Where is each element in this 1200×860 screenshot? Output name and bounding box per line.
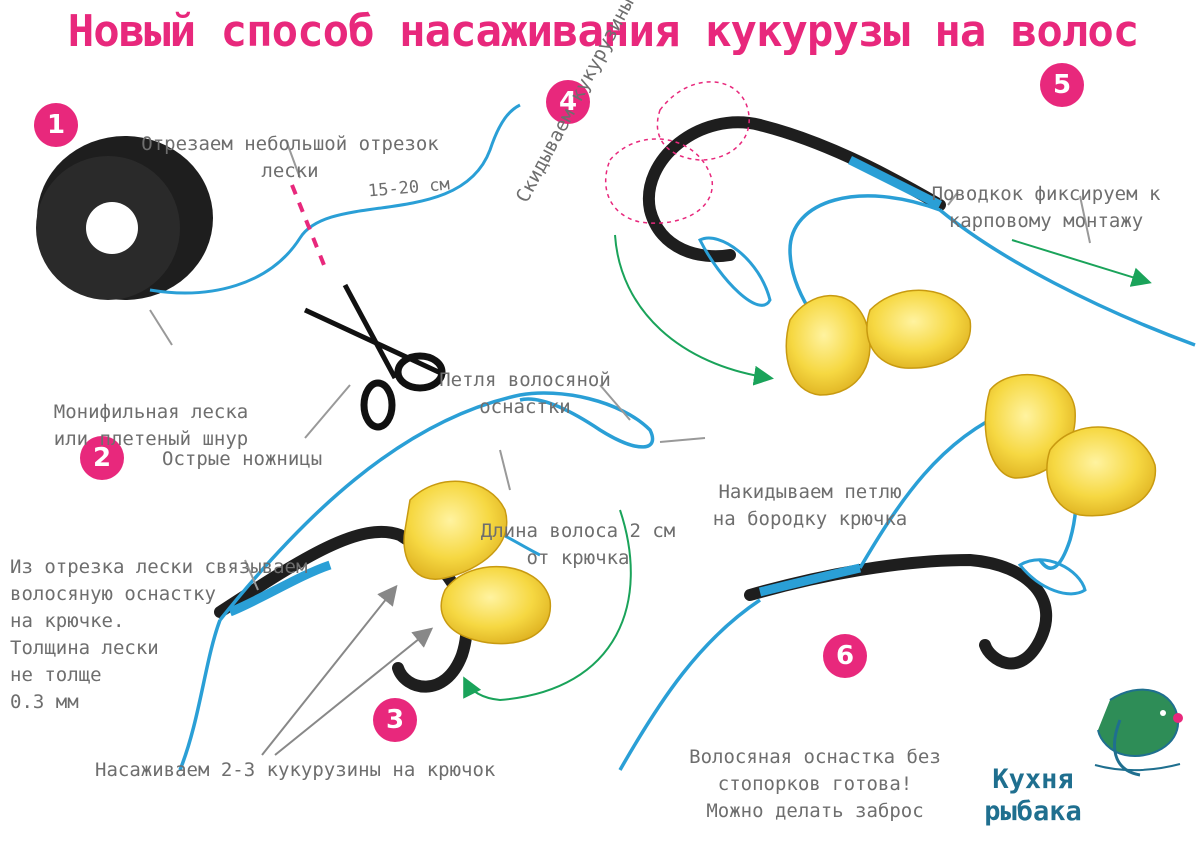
corn-kernel: [1046, 426, 1157, 517]
cut-mark: [290, 184, 326, 266]
pointer-line: [304, 384, 351, 439]
corn-kernel: [866, 289, 972, 369]
pointer-line: [1079, 195, 1091, 244]
hook-assembly-top: [642, 116, 1196, 362]
arrow: [463, 509, 632, 702]
pointer-line: [285, 139, 301, 179]
label-thread-corn: Насаживаем 2-3 кукурузины на крючок: [95, 759, 496, 781]
pointer-line: [947, 191, 959, 206]
pointer-line: [149, 309, 173, 346]
step-badge-4: 4: [546, 80, 590, 124]
arrow: [1011, 239, 1152, 287]
step-badge-3: 3: [373, 698, 417, 742]
pointer-line: [659, 437, 706, 443]
corn-kernel: [403, 480, 508, 580]
spool-icon: [36, 136, 213, 300]
fish-logo-icon: [1094, 688, 1183, 777]
pointer-arrow: [274, 627, 434, 756]
pointer-line: [499, 449, 511, 491]
corn-kernel: [785, 294, 871, 396]
scissors-icon: [303, 283, 447, 431]
corn-kernel: [440, 565, 551, 645]
pointer-line: [244, 559, 259, 591]
pointer-arrow: [261, 584, 398, 756]
page-title: Новый способ насаживания кукурузы на вол…: [67, 6, 1140, 57]
step-badge-6: 6: [823, 634, 867, 678]
dashed-corn-outline: [656, 81, 750, 161]
arrow: [614, 234, 774, 386]
step-badge-5: 5: [1040, 63, 1084, 107]
hook-assembly-bottom: [618, 406, 1087, 771]
step-badge-1: 1: [34, 103, 78, 147]
step-badge-2: 2: [80, 436, 124, 480]
dashed-corn-outline: [605, 138, 713, 224]
fishing-line-segment: [149, 103, 521, 295]
diagram-canvas: [36, 81, 1196, 777]
pointer-line: [599, 384, 631, 421]
label-scissors: Острые ножницы: [162, 448, 323, 470]
